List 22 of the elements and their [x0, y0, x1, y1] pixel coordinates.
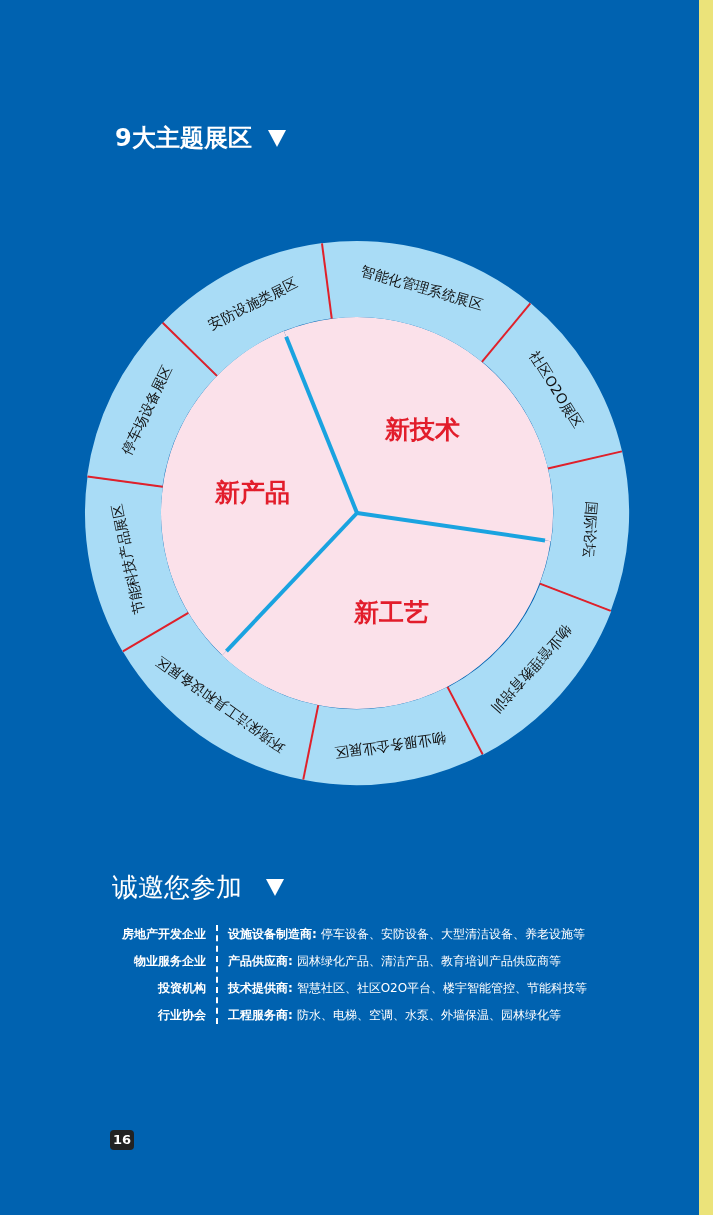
- zone-label: 智能化管理系统展区: [358, 261, 486, 315]
- zone-label: 安防设施类展区: [204, 273, 301, 335]
- zone-label: 国际论坛: [579, 500, 602, 558]
- page-number: 16: [110, 1130, 135, 1150]
- sector-title: 新产品: [215, 477, 291, 510]
- audience-label: 物业服务企业: [134, 953, 206, 970]
- heading: 诚邀您参加: [112, 871, 242, 904]
- zone-label: 停车场设备展区: [116, 361, 176, 459]
- zone-label: 物业服务企业展区: [332, 728, 447, 763]
- zone-label: 节能科技产品展区: [107, 502, 148, 617]
- exhibitor-description: 设施设备制造商: 停车设备、安防设备、大型清洁设备、养老设施等: [228, 926, 586, 943]
- exhibitor-description: 工程服务商: 防水、电梯、空调、水泵、外墙保温、园林绿化等: [228, 1007, 562, 1024]
- exhibitor-description: 技术提供商: 智慧社区、社区O2O平台、楼宇智能管控、节能科技等: [228, 980, 588, 997]
- audience-label: 投资机构: [158, 980, 206, 997]
- audience-label: 行业协会: [158, 1007, 206, 1024]
- zone-label: 环境保洁工具和设备展区: [152, 652, 290, 757]
- heading: 9大主题展区: [115, 123, 252, 154]
- sector-title: 新工艺: [354, 597, 430, 630]
- zone-label: 物业管理教育培训: [487, 621, 577, 718]
- audience-label: 房地产开发企业: [122, 926, 206, 943]
- sector-title: 新技术: [385, 413, 461, 446]
- exhibitor-description: 产品供应商: 园林绿化产品、清洁产品、教育培训产品供应商等: [228, 953, 562, 970]
